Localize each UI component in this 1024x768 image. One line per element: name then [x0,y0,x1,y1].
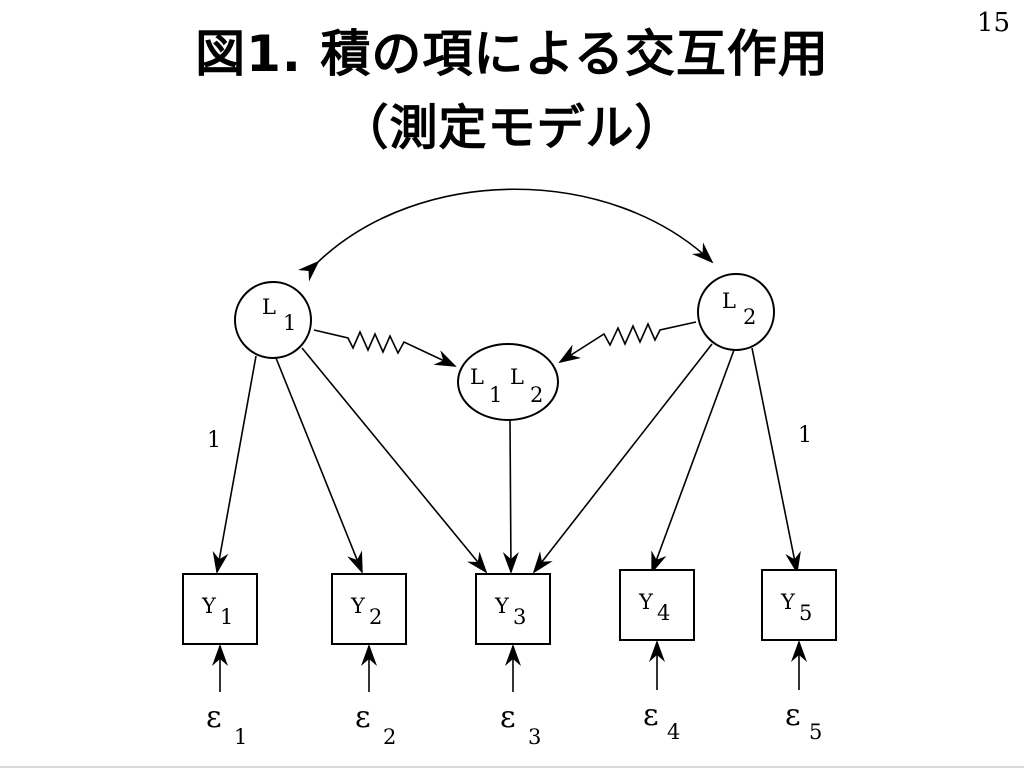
path-L1-Y3 [301,347,488,574]
latent-L1-sub: 1 [283,311,296,335]
latent-L1-label: L [262,295,276,319]
latent-L1L2-sub-b: 2 [530,383,543,407]
indicator-Y1-box [182,573,258,645]
latent-L1L2-ellipse [457,343,559,421]
indicator-Y1-sub: 1 [220,605,233,629]
path-L2-Y3 [532,343,713,574]
error-2-sub: 2 [383,725,396,749]
covariance-arc [297,188,714,282]
error-1-sub: 1 [234,725,247,749]
latent-L1L2-label-a: L [470,365,484,389]
latent-L2-circle [697,273,775,351]
latent-L1-circle [234,281,312,359]
error-5-sub: 5 [809,720,822,744]
latent-L2-sub: 2 [743,305,756,329]
path-L1-Y1 [212,355,257,574]
footer-divider [0,766,1024,768]
indicator-Y3-label: Y [494,594,510,618]
path-L1L2-Y3 [502,419,519,574]
indicator-Y2-label: Y [350,594,366,618]
indicator-Y5-sub: 5 [799,601,812,625]
indicator-Y3-box [475,573,551,645]
indicator-Y5-label: Y [780,590,796,614]
latent-L1L2-label-b: L [510,365,524,389]
slide-title-line2: （測定モデル） [340,100,684,156]
error-5-symbol: ε [785,698,801,733]
indicator-Y1-label: Y [201,594,217,618]
error-4-symbol: ε [643,698,659,733]
indicator-Y5-box [761,569,837,641]
indicator-Y4-label: Y [638,590,654,614]
path-L2-Y5 [751,347,801,574]
path-label-L1-Y1: 1 [207,428,221,453]
indicator-Y3-sub: 3 [513,605,526,629]
product-path-L1 [313,329,457,367]
latent-L2-label: L [722,289,736,313]
path-L2-Y4 [651,349,735,574]
error-3-sub: 3 [528,725,541,749]
error-1-symbol: ε [206,700,222,735]
indicator-Y4-sub: 4 [657,601,670,625]
path-label-L2-Y5: 1 [798,423,812,448]
latent-L1L2-sub-a: 1 [489,383,502,407]
error-4-sub: 4 [667,720,680,744]
path-L1-Y2 [275,357,363,574]
error-2-symbol: ε [355,700,371,735]
error-3-symbol: ε [500,700,516,735]
page-number: 15 [976,8,1010,38]
indicator-Y2-sub: 2 [369,605,382,629]
product-path-L2 [558,321,697,364]
slide-title-line1: 図1. 積の項による交互作用 [195,25,829,83]
